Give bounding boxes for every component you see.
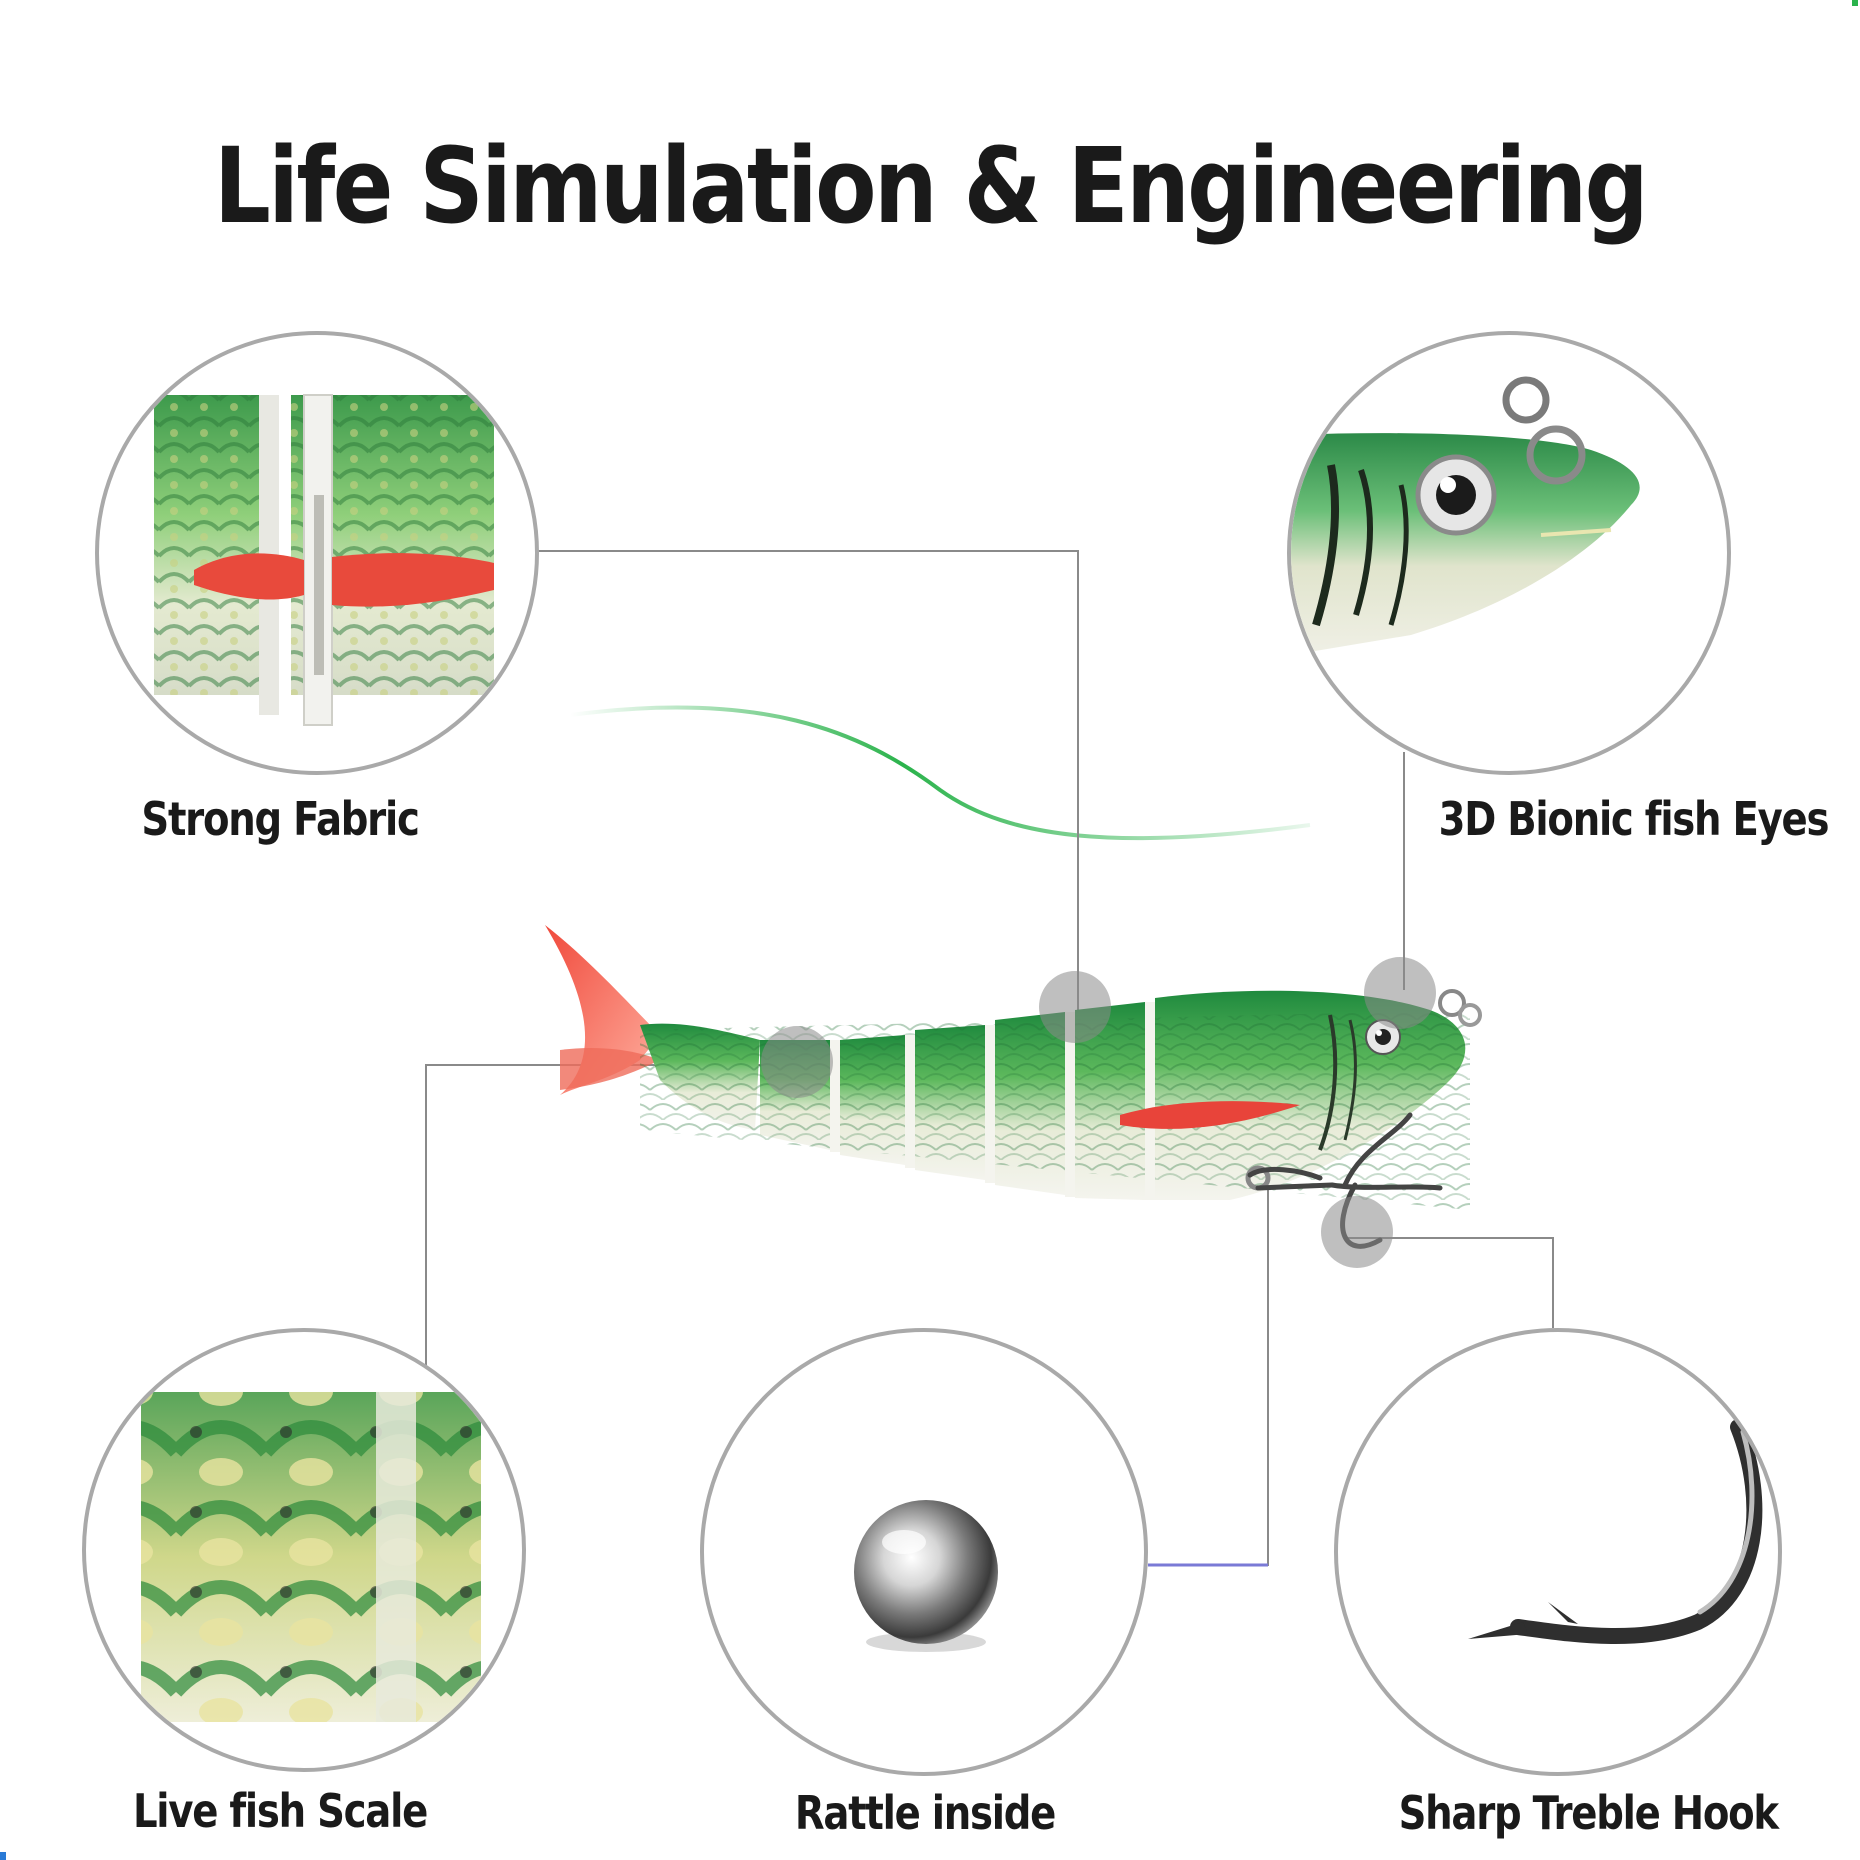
marker-dots [761, 957, 1436, 1268]
fish-eye-closeup-icon [1291, 376, 1640, 655]
feature-circle-fish-eyes [1287, 331, 1731, 775]
connector-treble-hook [1345, 1237, 1554, 1328]
connector-strong-fabric [537, 550, 1079, 1020]
steel-ball-icon [854, 1500, 998, 1652]
feature-circle-treble-hook [1334, 1328, 1782, 1776]
fish-scale-closeup-icon [141, 1392, 481, 1722]
page-title: Life Simulation & Engineering [213, 125, 1649, 247]
feature-label-fish-scale: Live fish Scale [132, 1784, 428, 1838]
corner-mark [1852, 0, 1858, 6]
feature-circle-strong-fabric [95, 331, 539, 775]
feature-label-fish-eyes: 3D Bionic fish Eyes [1438, 792, 1830, 846]
feature-circle-fish-scale [82, 1328, 526, 1772]
feature-circle-rattle [700, 1328, 1148, 1776]
hook-closeup-icon [1468, 1419, 1763, 1645]
segment-joint-closeup-icon [154, 394, 494, 726]
feature-label-strong-fabric: Strong Fabric [141, 792, 419, 846]
corner-mark [0, 1852, 6, 1860]
feature-label-rattle: Rattle inside [794, 1786, 1056, 1840]
feature-label-treble-hook: Sharp Treble Hook [1398, 1786, 1779, 1840]
fishing-line [569, 705, 1311, 841]
